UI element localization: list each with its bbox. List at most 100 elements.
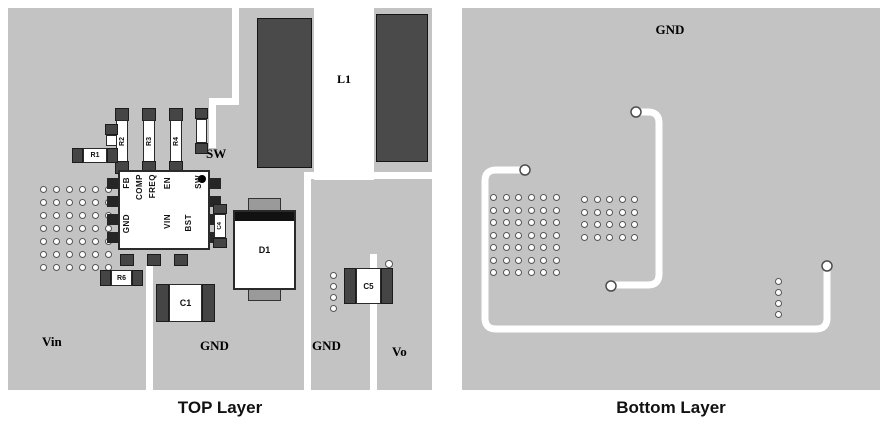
net-label-gnd-right: GND	[312, 338, 341, 353]
via	[490, 244, 497, 251]
small-part-pad-bottom	[195, 143, 208, 154]
ic-pin-label-comp: COMP	[135, 174, 144, 200]
via	[631, 221, 638, 228]
net-label-sw: SW	[206, 146, 227, 161]
via	[593, 208, 601, 216]
d1-body: D1	[233, 210, 296, 290]
via	[630, 106, 642, 118]
via	[53, 225, 60, 232]
ic-pin-label-fb: FB	[122, 177, 131, 189]
via	[40, 251, 47, 258]
c4-pad-bottom	[213, 238, 227, 248]
via	[540, 231, 547, 239]
pad-below-ic	[147, 254, 161, 266]
net-label-vin: Vin	[42, 334, 62, 349]
via	[502, 194, 510, 201]
via	[40, 225, 47, 232]
via	[631, 196, 638, 203]
via	[330, 305, 337, 312]
copper-gap-sw-horizontal	[209, 98, 239, 105]
via	[540, 206, 547, 214]
copper-gap-sw-vertical	[232, 8, 239, 104]
r6-body: R6	[111, 270, 132, 286]
via	[79, 212, 86, 219]
via	[502, 231, 510, 239]
via	[775, 300, 782, 307]
via	[330, 294, 337, 301]
via	[552, 219, 560, 226]
c4-label: C4	[217, 222, 223, 230]
via	[618, 233, 626, 241]
via	[821, 260, 833, 272]
via	[502, 206, 510, 214]
via	[92, 225, 99, 232]
r1-label: R1	[90, 152, 100, 159]
via	[540, 256, 547, 264]
via	[606, 196, 613, 203]
via	[53, 212, 60, 219]
d1-tab-bottom	[248, 289, 281, 301]
r2-label: R2	[118, 136, 126, 146]
via	[606, 233, 613, 241]
via	[502, 219, 510, 226]
bottom-traces	[481, 106, 833, 333]
via	[593, 196, 601, 203]
via	[502, 256, 510, 264]
copper-gap-vin-gnd	[146, 266, 153, 390]
via	[105, 251, 112, 258]
net-label-vo: Vo	[392, 344, 407, 359]
via	[527, 269, 535, 276]
via	[540, 219, 547, 226]
copper-gap-gnd-vo	[370, 254, 377, 390]
via	[605, 280, 617, 292]
ic-pin1-dot	[198, 175, 206, 183]
ic-pin-label-vin: VIN	[163, 214, 172, 229]
via	[53, 251, 60, 258]
via	[581, 233, 588, 241]
ic-pin-label-gnd: GND	[122, 214, 131, 234]
via	[581, 196, 588, 203]
l1-pad-right	[376, 14, 428, 162]
via	[53, 238, 60, 245]
via	[40, 238, 47, 245]
via	[79, 225, 86, 232]
via	[79, 186, 86, 193]
via	[527, 206, 535, 214]
via	[53, 186, 60, 193]
via	[92, 186, 99, 193]
ic-pin-label-freq: FREQ	[148, 174, 157, 199]
via	[490, 219, 497, 226]
via	[552, 244, 560, 251]
c5-pad-left	[344, 268, 356, 304]
pad-below-ic	[174, 254, 188, 266]
r3-label: R3	[145, 136, 153, 146]
via	[775, 289, 782, 296]
via	[515, 244, 522, 251]
c1-label: C1	[179, 298, 192, 308]
via	[66, 238, 73, 245]
c5-label: C5	[363, 281, 374, 291]
ic-pin-label-bst: BST	[184, 214, 193, 232]
via	[490, 231, 497, 239]
c1-pad-left	[156, 284, 169, 322]
c1-pad-right	[202, 284, 215, 322]
via	[79, 238, 86, 245]
via	[527, 244, 535, 251]
via	[79, 251, 86, 258]
ic-pin	[210, 196, 221, 207]
via	[92, 199, 99, 206]
via	[606, 208, 613, 216]
via	[519, 164, 531, 176]
via	[330, 283, 337, 290]
via	[581, 208, 588, 216]
via	[527, 219, 535, 226]
via	[618, 196, 626, 203]
via	[66, 251, 73, 258]
ic-pin	[107, 214, 118, 225]
trace-feedback	[481, 166, 831, 333]
via	[552, 231, 560, 239]
via	[92, 251, 99, 258]
pad-below-ic	[120, 254, 134, 266]
small-part-body	[196, 119, 207, 143]
